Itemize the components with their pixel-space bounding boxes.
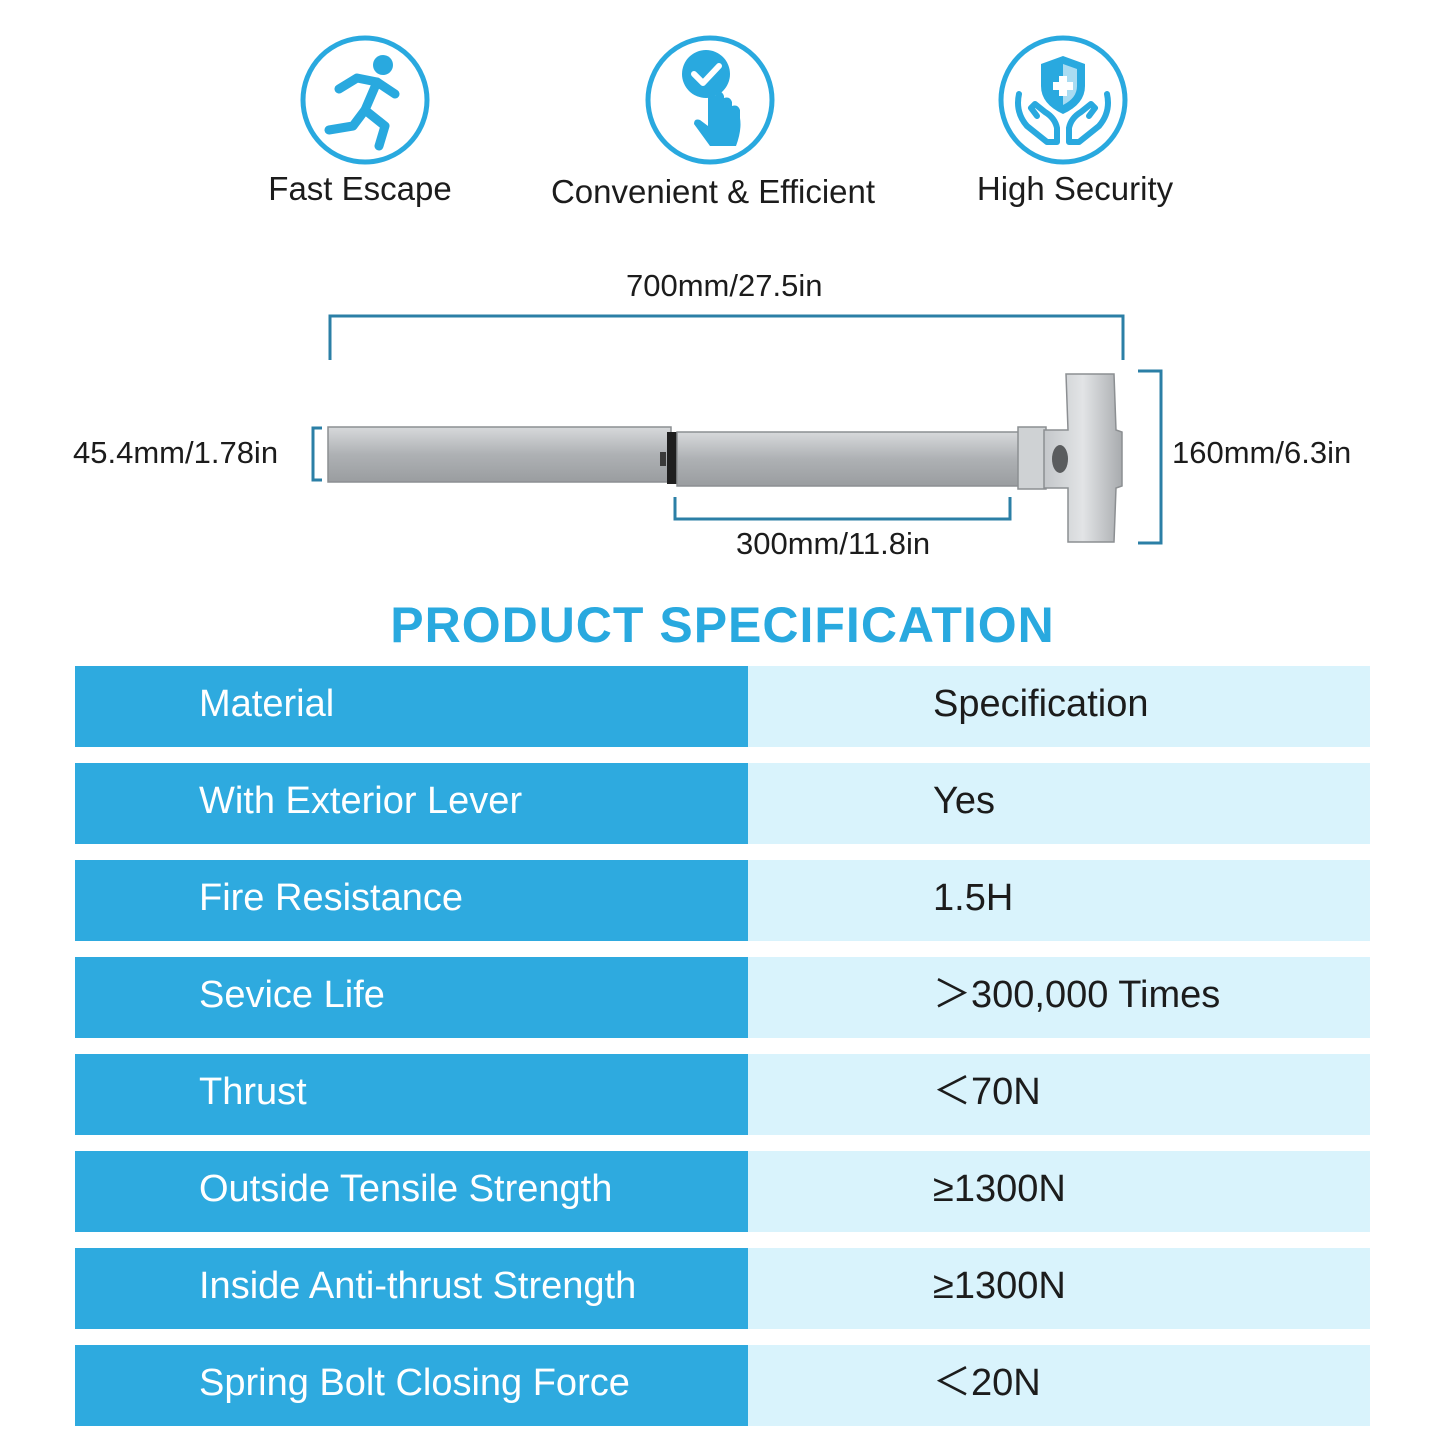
spec-property: Fire Resistance: [75, 860, 748, 941]
spec-value: 1.5H: [748, 860, 1370, 941]
table-row: With Exterior Lever Yes: [75, 763, 1370, 844]
table-row: Thrust ＜70N: [75, 1054, 1370, 1135]
touch-check-icon: [645, 35, 775, 165]
push-pad-bracket: [673, 497, 1012, 521]
bar-joint: [667, 432, 677, 484]
spec-header-left: Material: [75, 666, 748, 747]
feature-label-fast-escape: Fast Escape: [268, 170, 452, 207]
spec-header-right: Specification: [748, 666, 1370, 747]
exit-device-diagram: [311, 314, 1163, 545]
spec-value: ≥1300N: [748, 1151, 1370, 1232]
dimension-end-height: 160mm/6.3in: [1172, 435, 1352, 470]
feature-label-convenient: Convenient & Efficient: [550, 173, 876, 210]
spec-value: ＜70N: [748, 1054, 1370, 1135]
dimension-push-pad: 300mm/11.8in: [736, 526, 931, 561]
push-pad: [676, 431, 1030, 487]
table-row: Outside Tensile Strength ≥1300N: [75, 1151, 1370, 1232]
spec-header-row: Material Specification: [75, 666, 1370, 747]
table-row: Inside Anti-thrust Strength ≥1300N: [75, 1248, 1370, 1329]
dimension-bar-height: 45.4mm/1.78in: [73, 435, 279, 470]
spec-property: Sevice Life: [75, 957, 748, 1038]
spec-value: ＞300,000 Times: [748, 957, 1370, 1038]
end-head: [1043, 373, 1123, 543]
spec-property: Inside Anti-thrust Strength: [75, 1248, 748, 1329]
bar-rail: [327, 426, 672, 483]
table-row: Fire Resistance 1.5H: [75, 860, 1370, 941]
spec-title: PRODUCT SPECIFICATION: [390, 597, 1055, 653]
lock-cylinder: [1052, 445, 1068, 473]
spec-value: ＜20N: [748, 1345, 1370, 1426]
table-row: Sevice Life ＞300,000 Times: [75, 957, 1370, 1038]
spec-value: Yes: [748, 763, 1370, 844]
bar-height-bracket: [311, 426, 322, 482]
spec-property: Outside Tensile Strength: [75, 1151, 748, 1232]
width-bracket: [328, 314, 1125, 360]
table-row: Spring Bolt Closing Force ＜20N: [75, 1345, 1370, 1426]
spec-property: Thrust: [75, 1054, 748, 1135]
spec-property: With Exterior Lever: [75, 763, 748, 844]
end-height-bracket: [1138, 369, 1163, 545]
feature-label-high-security: High Security: [976, 170, 1174, 207]
running-person-icon: [300, 35, 430, 165]
shield-hands-icon: [998, 35, 1128, 165]
dimension-total-length: 700mm/27.5in: [626, 268, 823, 303]
spec-property: Spring Bolt Closing Force: [75, 1345, 748, 1426]
spec-value: ≥1300N: [748, 1248, 1370, 1329]
